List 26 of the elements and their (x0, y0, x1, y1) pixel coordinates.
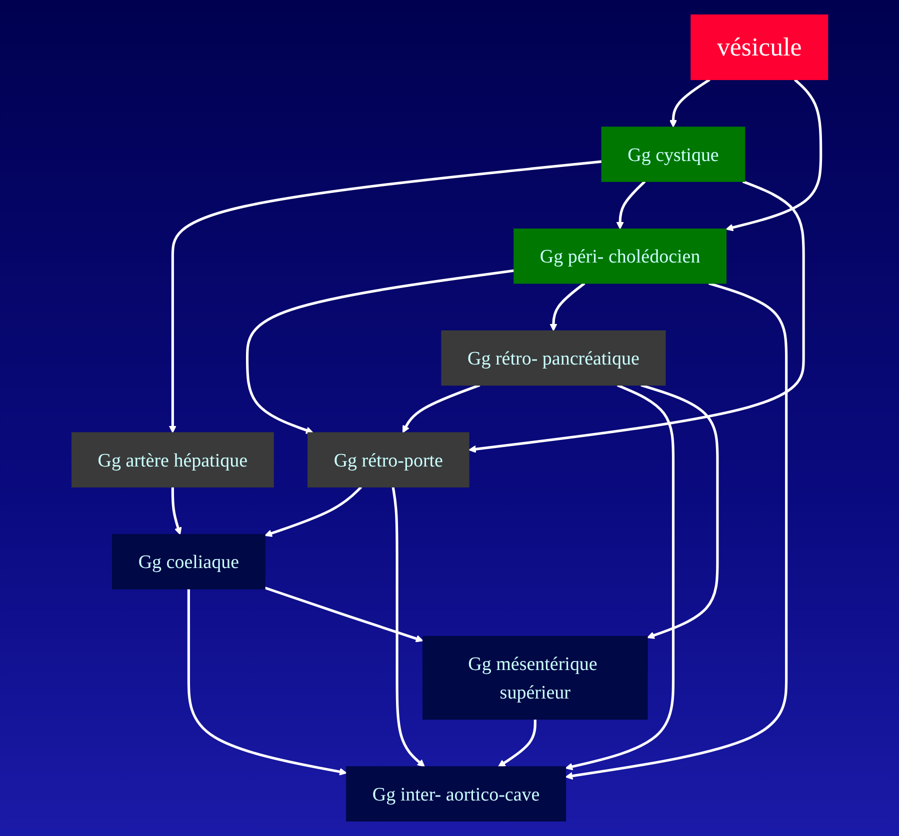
arrow (246, 269, 514, 434)
node-box: Gg inter- aortico-cave (346, 766, 566, 822)
arrow (264, 586, 423, 642)
arrow (264, 486, 362, 537)
node-box: Gg mésentérique supérieur (422, 636, 648, 720)
arrow (402, 384, 480, 434)
arrow (549, 282, 585, 332)
arrow (725, 78, 822, 232)
arrow (168, 160, 602, 434)
arrow (616, 180, 646, 230)
node-box: vésicule (690, 14, 828, 80)
arrow (468, 180, 805, 453)
node-box: Gg cystique (601, 126, 745, 182)
node-box: Gg coeliaque (112, 534, 266, 590)
node-box: Gg péri- cholédocien (513, 228, 726, 284)
arrow (564, 282, 788, 780)
node-box: Gg rétro-porte (307, 432, 470, 488)
arrow (564, 384, 674, 770)
arrow (498, 719, 536, 768)
node-box: Gg rétro- pancréatique (440, 330, 666, 386)
arrow (171, 487, 182, 535)
arrow (669, 78, 710, 128)
arrow (187, 588, 347, 776)
node-box: Gg artère hépatique (71, 432, 274, 488)
arrow (391, 486, 425, 768)
arrow (640, 384, 718, 639)
